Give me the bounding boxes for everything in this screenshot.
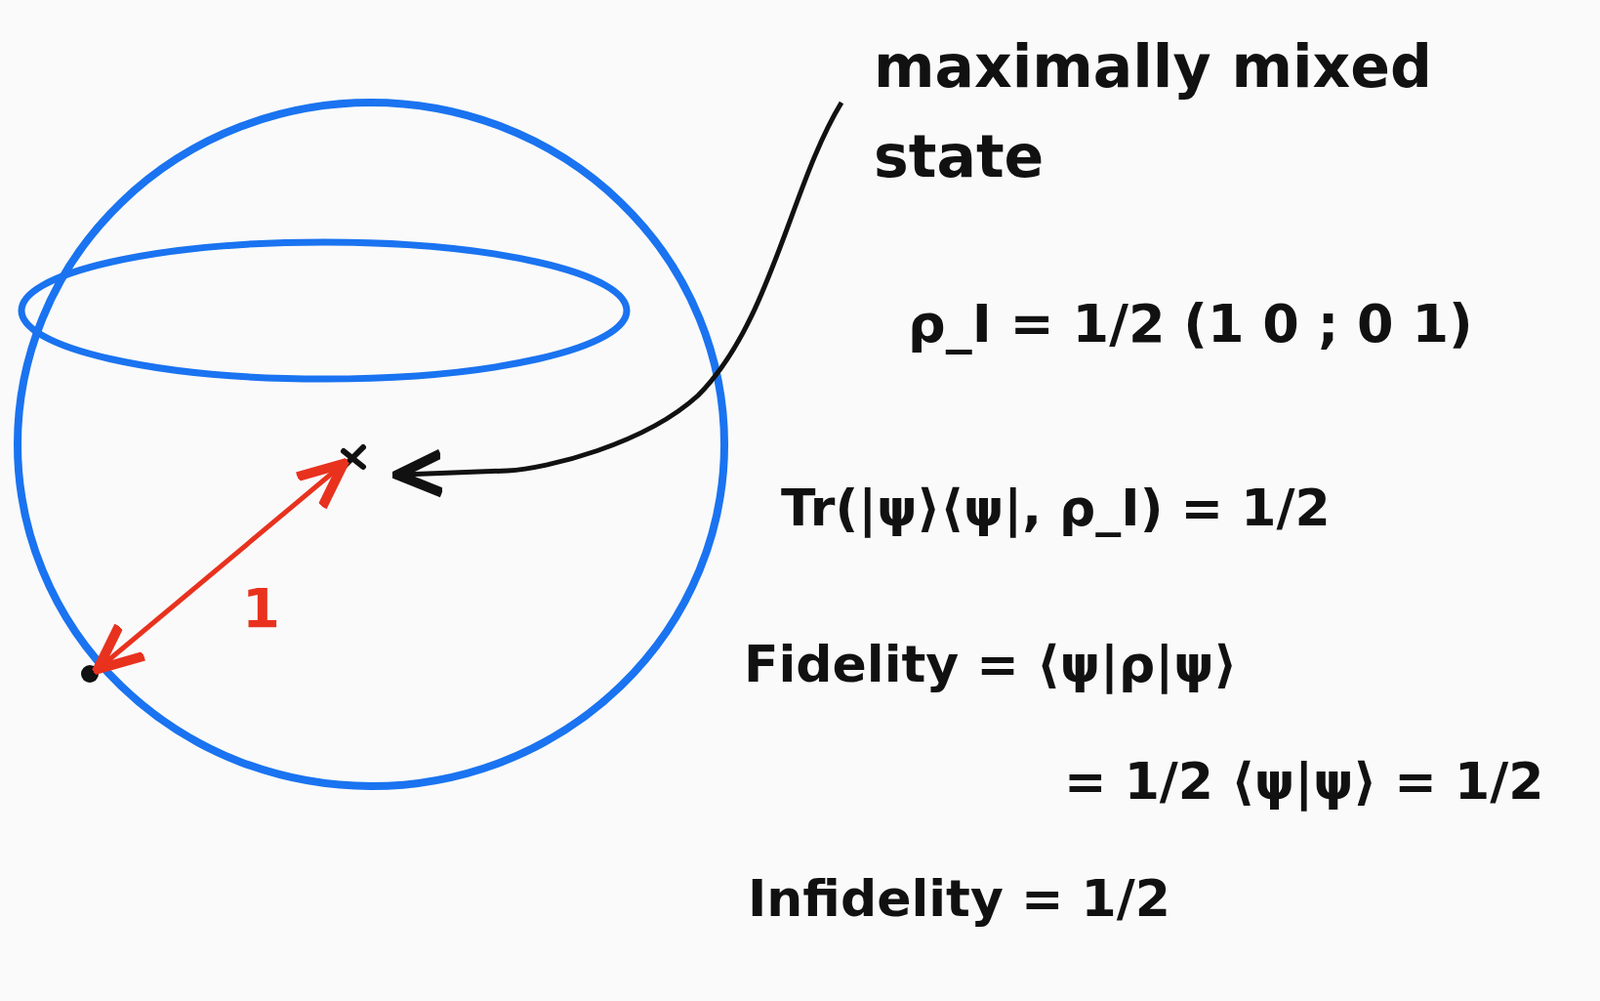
center-mark [341,447,364,469]
pure-state-dot [81,664,99,683]
radius-label: 1 [242,575,281,640]
fidelity-formula: Fidelity = ⟨ψ|ρ|ψ⟩ [743,634,1237,694]
infidelity-value: Infidelity = 1/2 [747,868,1171,928]
fidelity-result: = 1/2 ⟨ψ|ψ⟩ = 1/2 [1064,751,1544,811]
equator [21,242,627,379]
radius-arrow [101,466,340,666]
callout-note: maximally mixed state [873,21,1558,202]
density-matrix: ρ_I = 1/2 (1 0 ; 0 1) [907,292,1474,355]
leader-line [402,102,842,475]
trace-formula: Tr(|ψ⟩⟨ψ|, ρ_I) = 1/2 [780,478,1331,537]
